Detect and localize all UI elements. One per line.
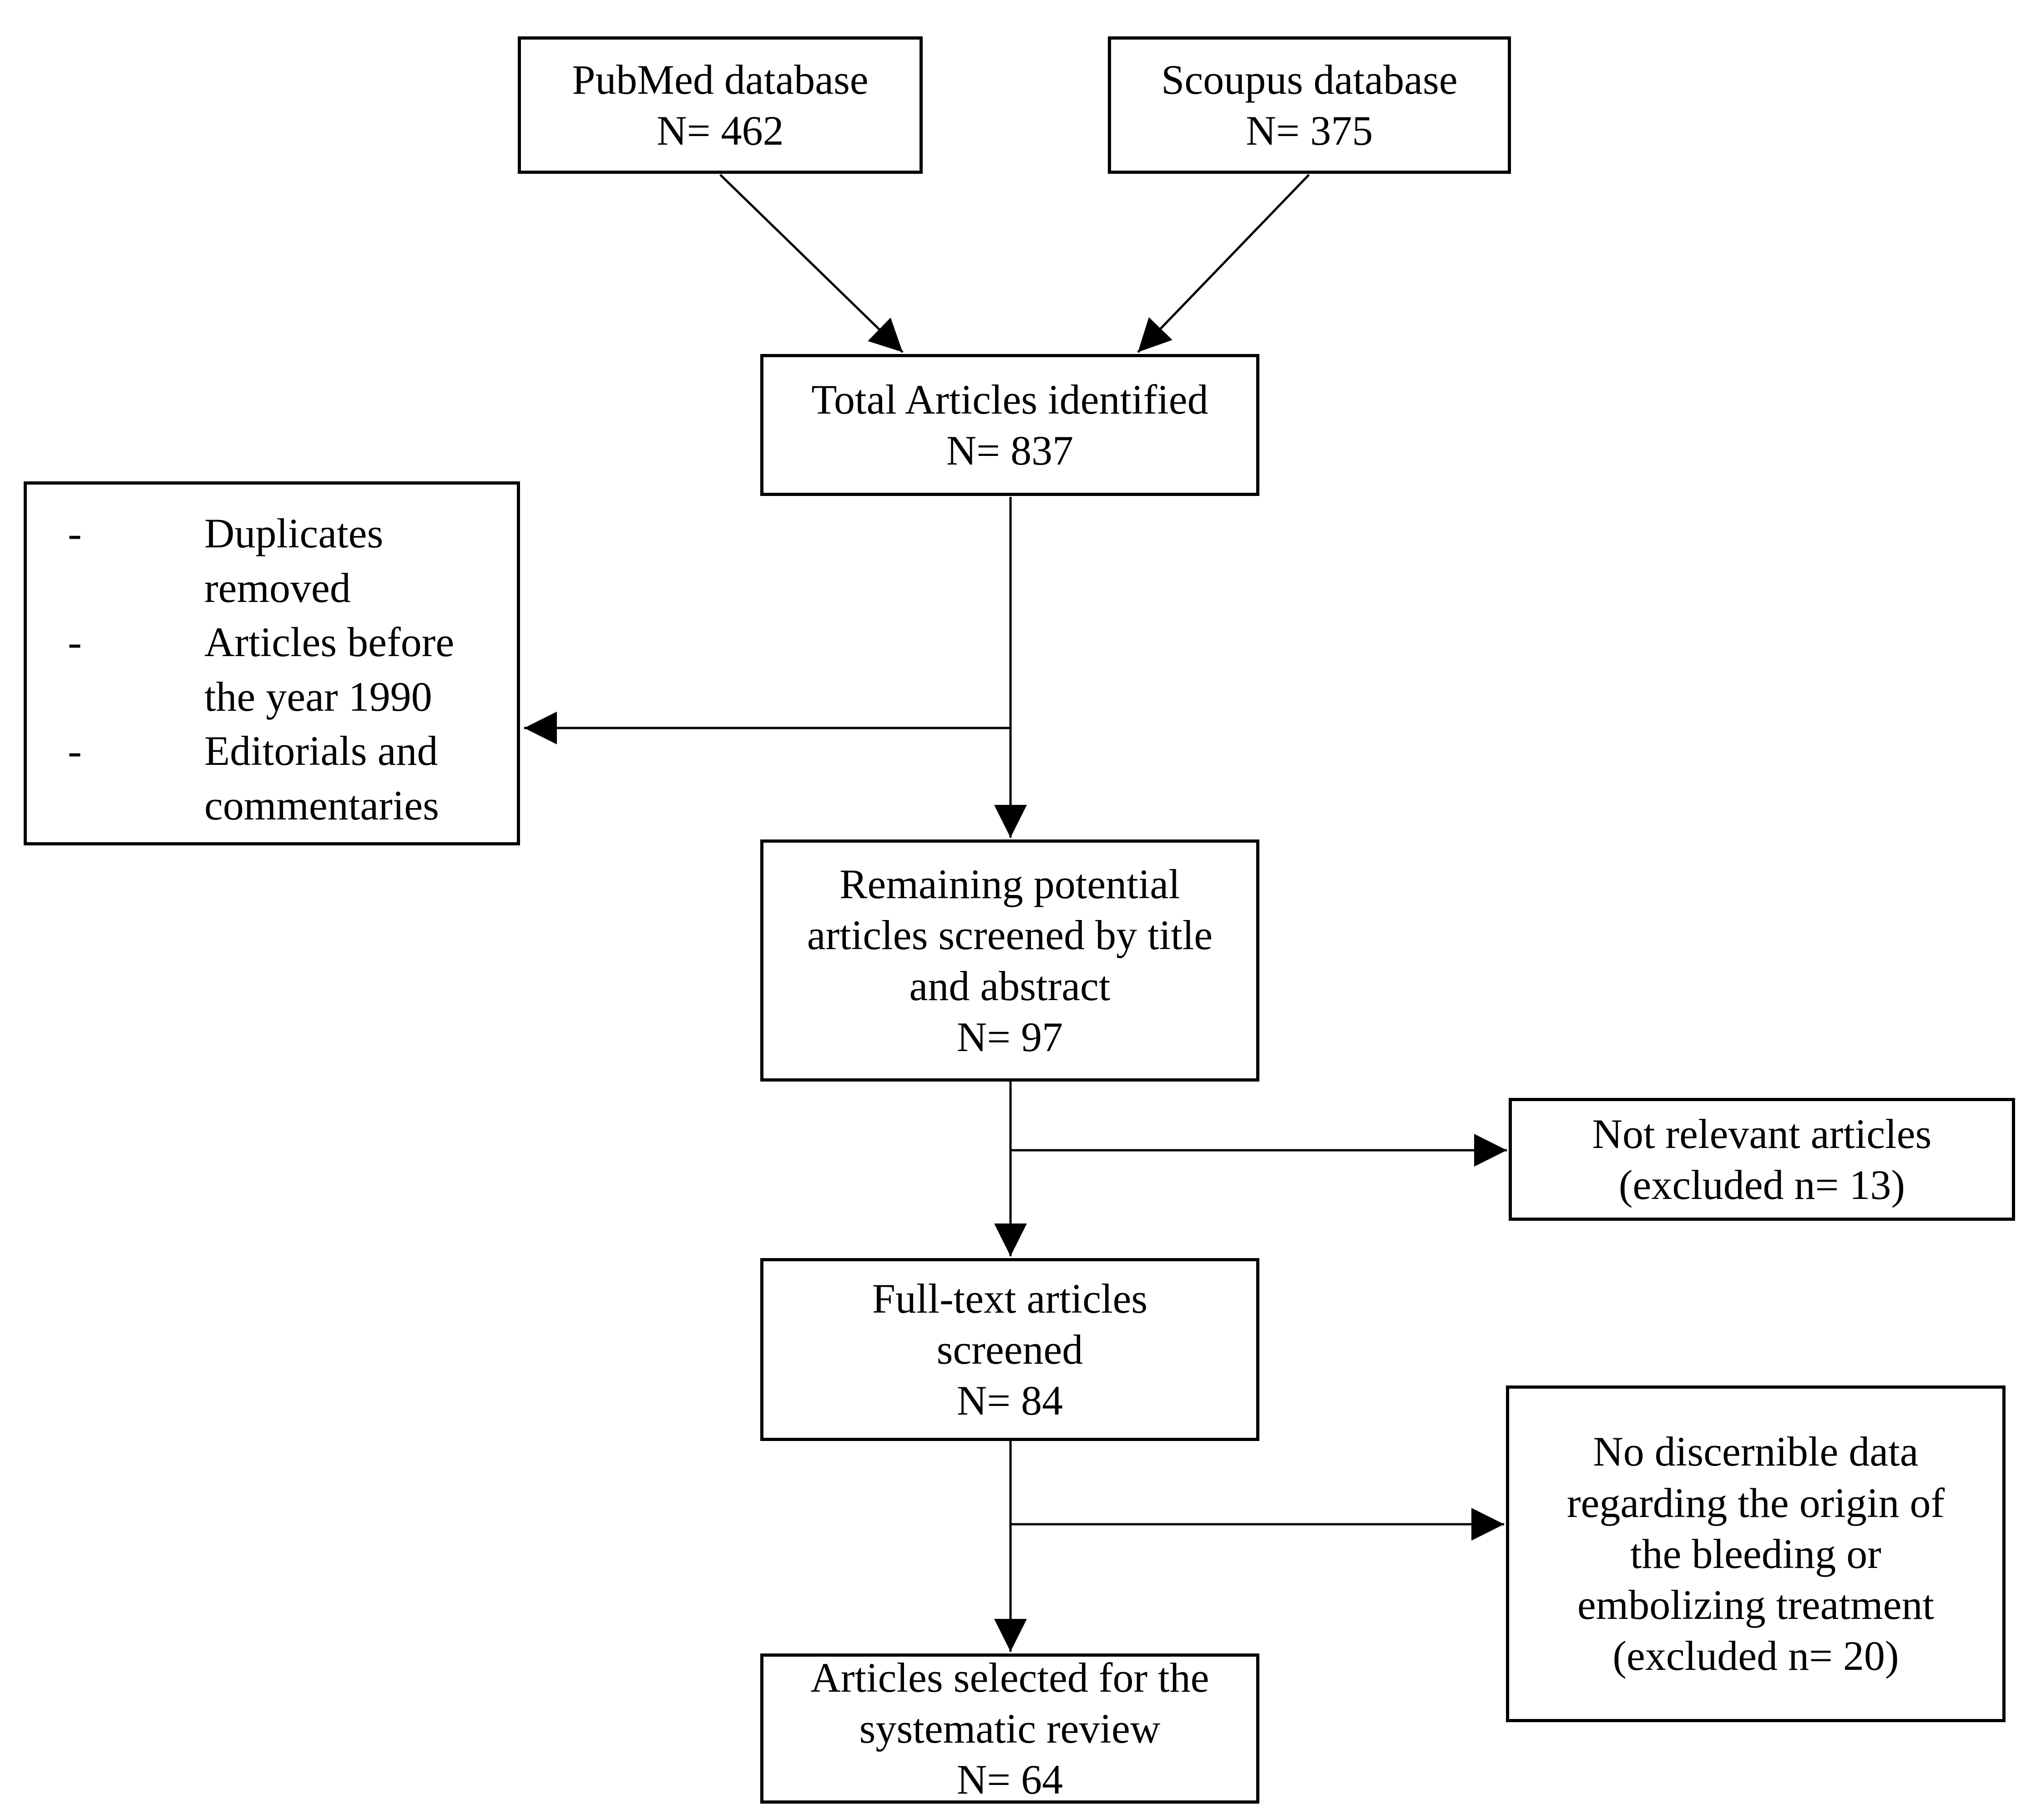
box-no-data-text: No discernible data regarding the origin…	[1566, 1428, 1945, 1679]
box-remaining-text: Remaining potential articles screened by…	[807, 860, 1213, 1061]
box-exclusion-criteria: - Duplicates removed - Articles before t…	[24, 481, 520, 845]
bullet-dash: -	[68, 728, 82, 774]
box-fulltext-text: Full-text articles screened N= 84	[872, 1275, 1148, 1424]
box-pubmed-text: PubMed database N= 462	[572, 56, 869, 154]
box-no-discernible-data-excluded: No discernible data regarding the origin…	[1506, 1385, 2006, 1722]
box-not-relevant-text: Not relevant articles (excluded n= 13)	[1592, 1110, 1932, 1208]
exclusion-item-text: Articles before the year 1990	[204, 619, 455, 720]
arrow-scopus-to-total	[1137, 174, 1310, 353]
exclusion-item-text: Duplicates removed	[204, 510, 384, 611]
exclusion-item-before-1990: - Articles before the year 1990	[68, 615, 503, 724]
box-not-relevant-excluded: Not relevant articles (excluded n= 13)	[1509, 1098, 2015, 1221]
exclusion-item-duplicates: - Duplicates removed	[68, 506, 503, 615]
bullet-dash: -	[68, 510, 82, 556]
box-total-articles-identified: Total Articles identified N= 837	[760, 354, 1259, 496]
box-selected-for-review: Articles selected for the systematic rev…	[760, 1653, 1259, 1804]
exclusion-item-editorials: - Editorials and commentaries	[68, 724, 503, 833]
exclusion-item-text: Editorials and commentaries	[204, 728, 440, 829]
box-selected-text: Articles selected for the systematic rev…	[810, 1654, 1209, 1803]
arrow-pubmed-to-total	[719, 174, 904, 353]
box-scopus-database: Scoupus database N= 375	[1108, 36, 1511, 174]
box-total-text: Total Articles identified N= 837	[811, 376, 1208, 474]
box-scopus-text: Scoupus database N= 375	[1161, 56, 1458, 154]
box-remaining-screened: Remaining potential articles screened by…	[760, 839, 1259, 1082]
bullet-dash: -	[68, 619, 82, 666]
box-fulltext-screened: Full-text articles screened N= 84	[760, 1258, 1259, 1441]
box-pubmed-database: PubMed database N= 462	[518, 36, 923, 174]
